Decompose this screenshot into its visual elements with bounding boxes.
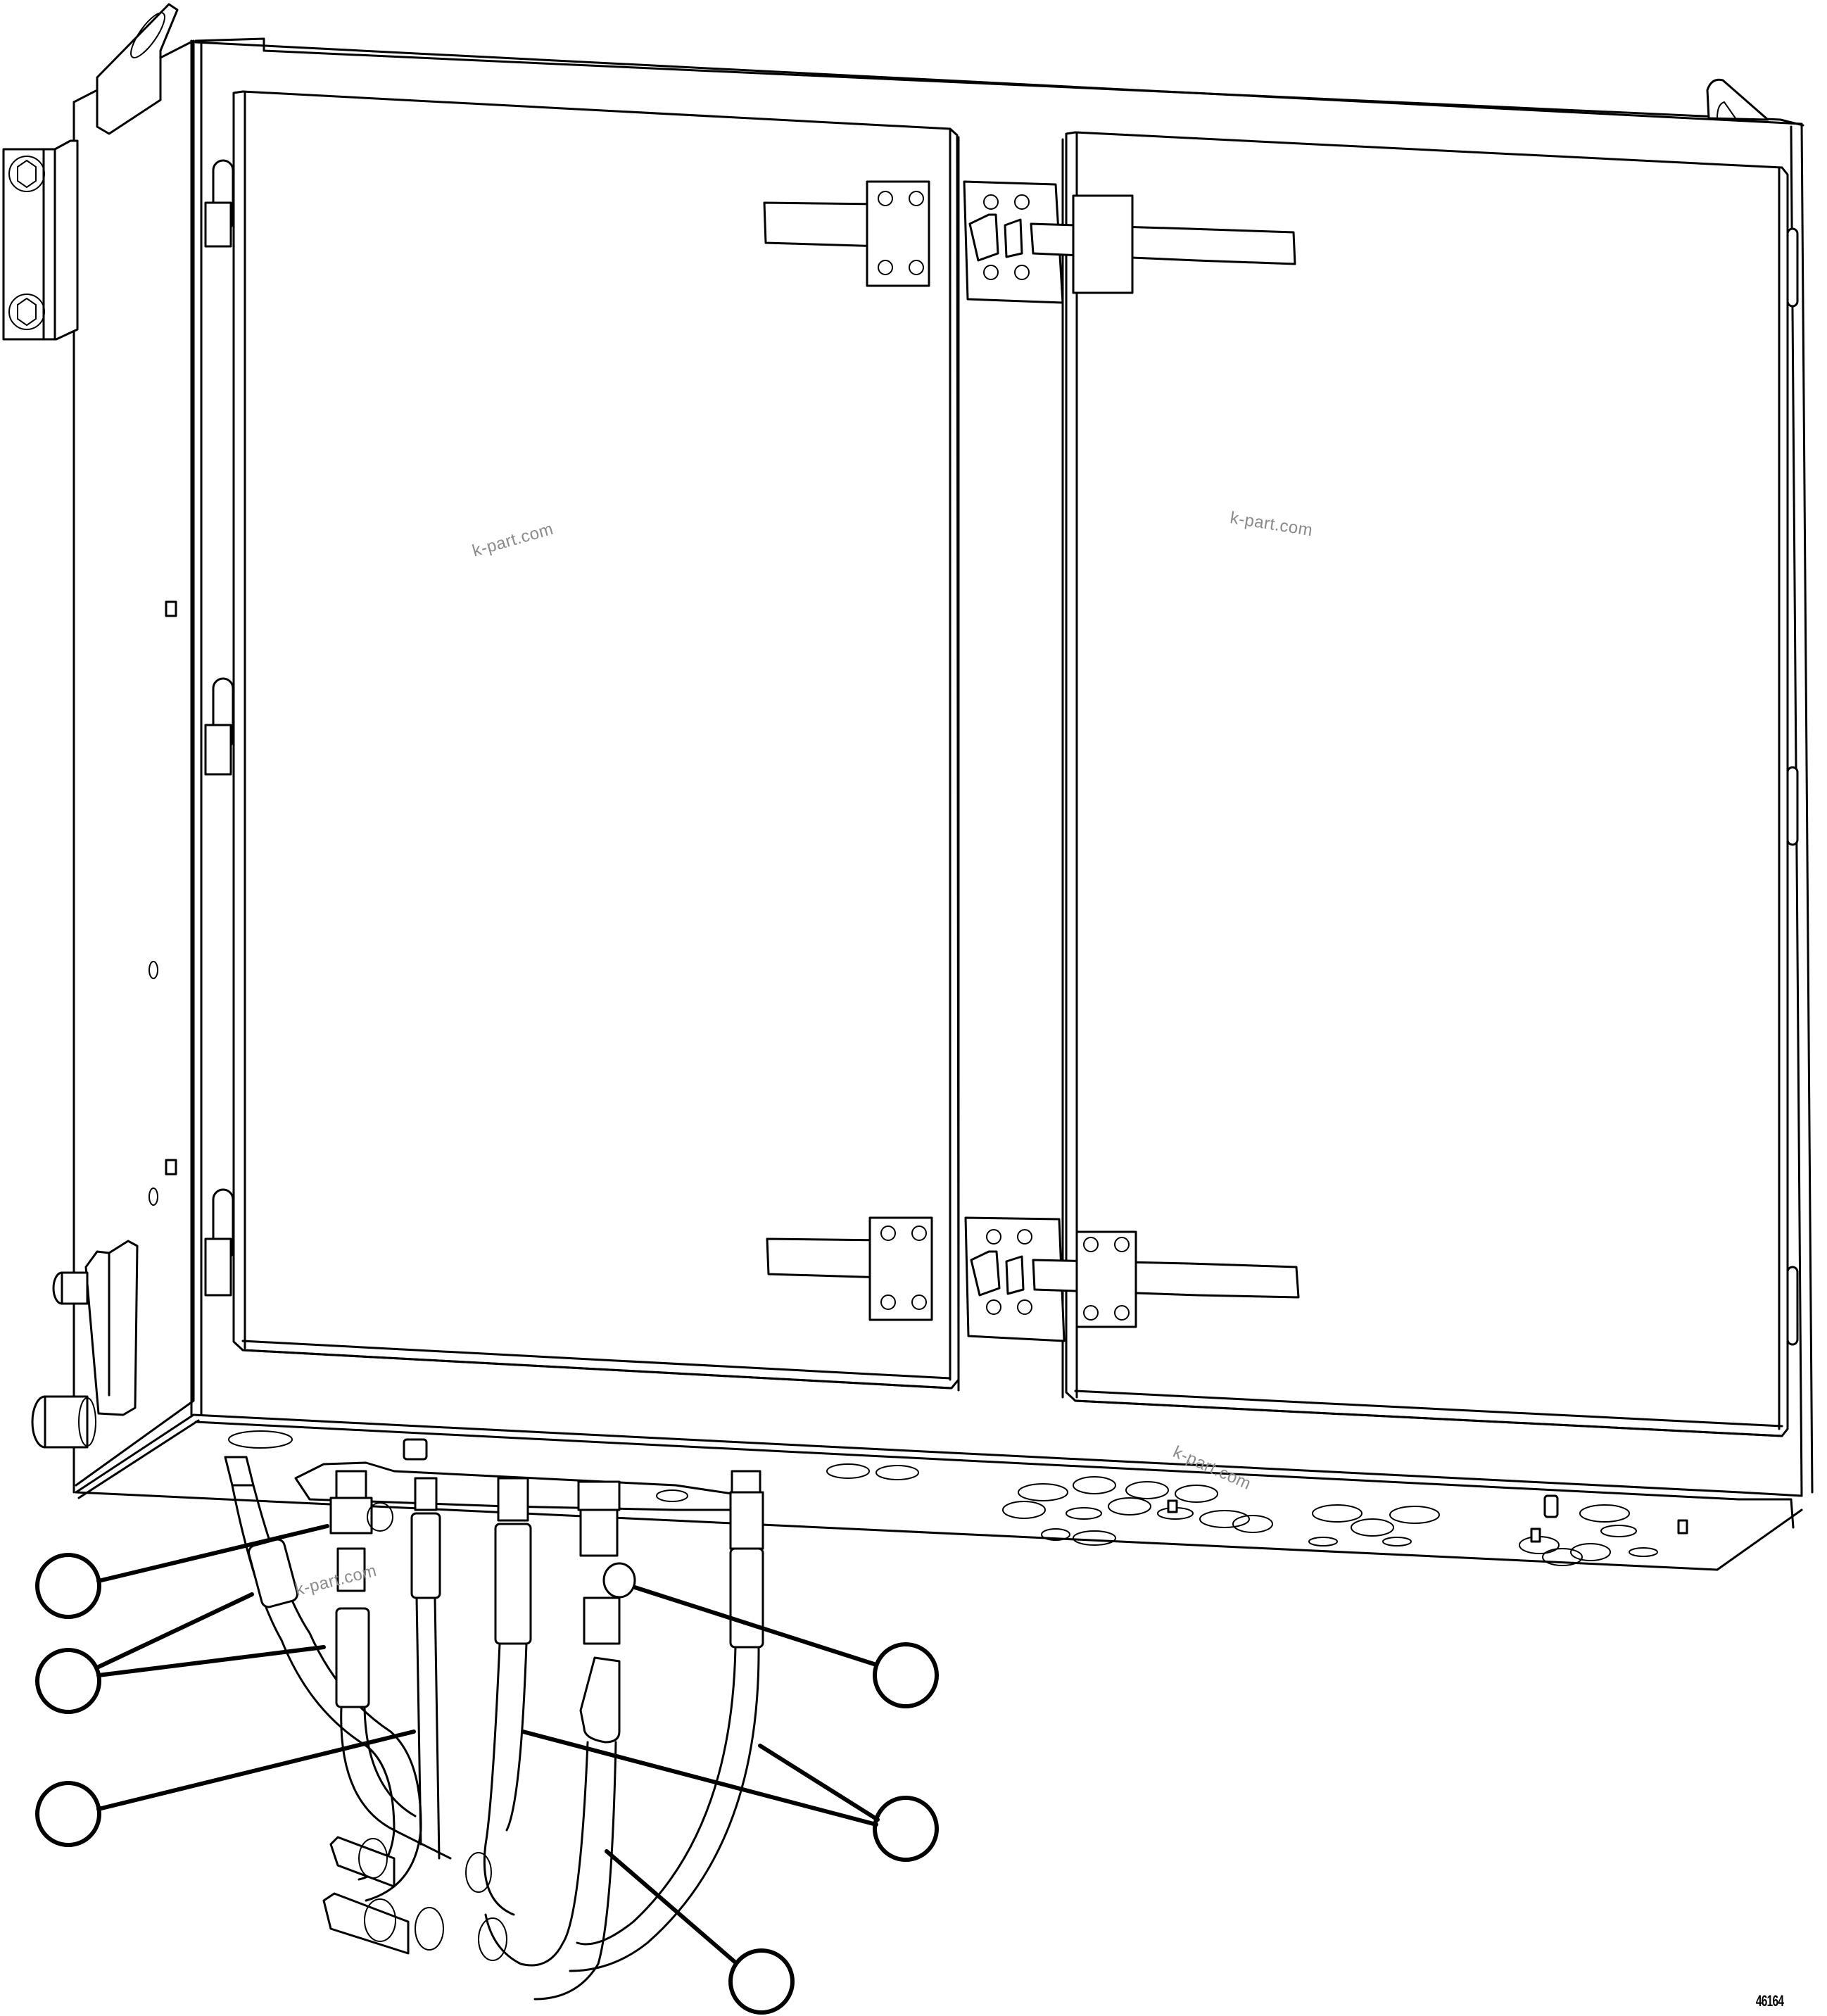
callout-6 xyxy=(728,1948,795,2015)
left-lifting-lug xyxy=(96,3,179,135)
right-lifting-lug xyxy=(1706,78,1769,121)
left-door xyxy=(232,90,960,1390)
left-hinges xyxy=(204,159,234,1297)
hose-1 xyxy=(224,1456,422,1902)
upper-toggle-latch xyxy=(763,180,1296,304)
lower-toggle-latch xyxy=(766,1216,1300,1342)
callout-5 xyxy=(873,1796,939,1862)
side-studs xyxy=(148,600,177,1206)
hose-2 xyxy=(329,1470,452,1860)
bottom-knockouts xyxy=(228,1430,1688,1566)
side-mounting-bracket xyxy=(2,139,79,341)
callout-2 xyxy=(35,1648,101,1714)
side-operating-handle xyxy=(31,1240,139,1449)
callout-3 xyxy=(35,1781,101,1847)
callout-4 xyxy=(873,1642,939,1708)
hose-manifold xyxy=(322,1836,507,1961)
hose-3 xyxy=(410,1477,441,1860)
hose-4 xyxy=(483,1477,532,1916)
right-door xyxy=(1065,131,1789,1437)
callout-leaders xyxy=(96,1524,880,1965)
right-hinges xyxy=(1786,227,1799,1346)
hose-5 xyxy=(484,1480,636,2001)
callout-1 xyxy=(35,1553,101,1619)
figure-number: 46164 xyxy=(1755,1992,1784,2010)
